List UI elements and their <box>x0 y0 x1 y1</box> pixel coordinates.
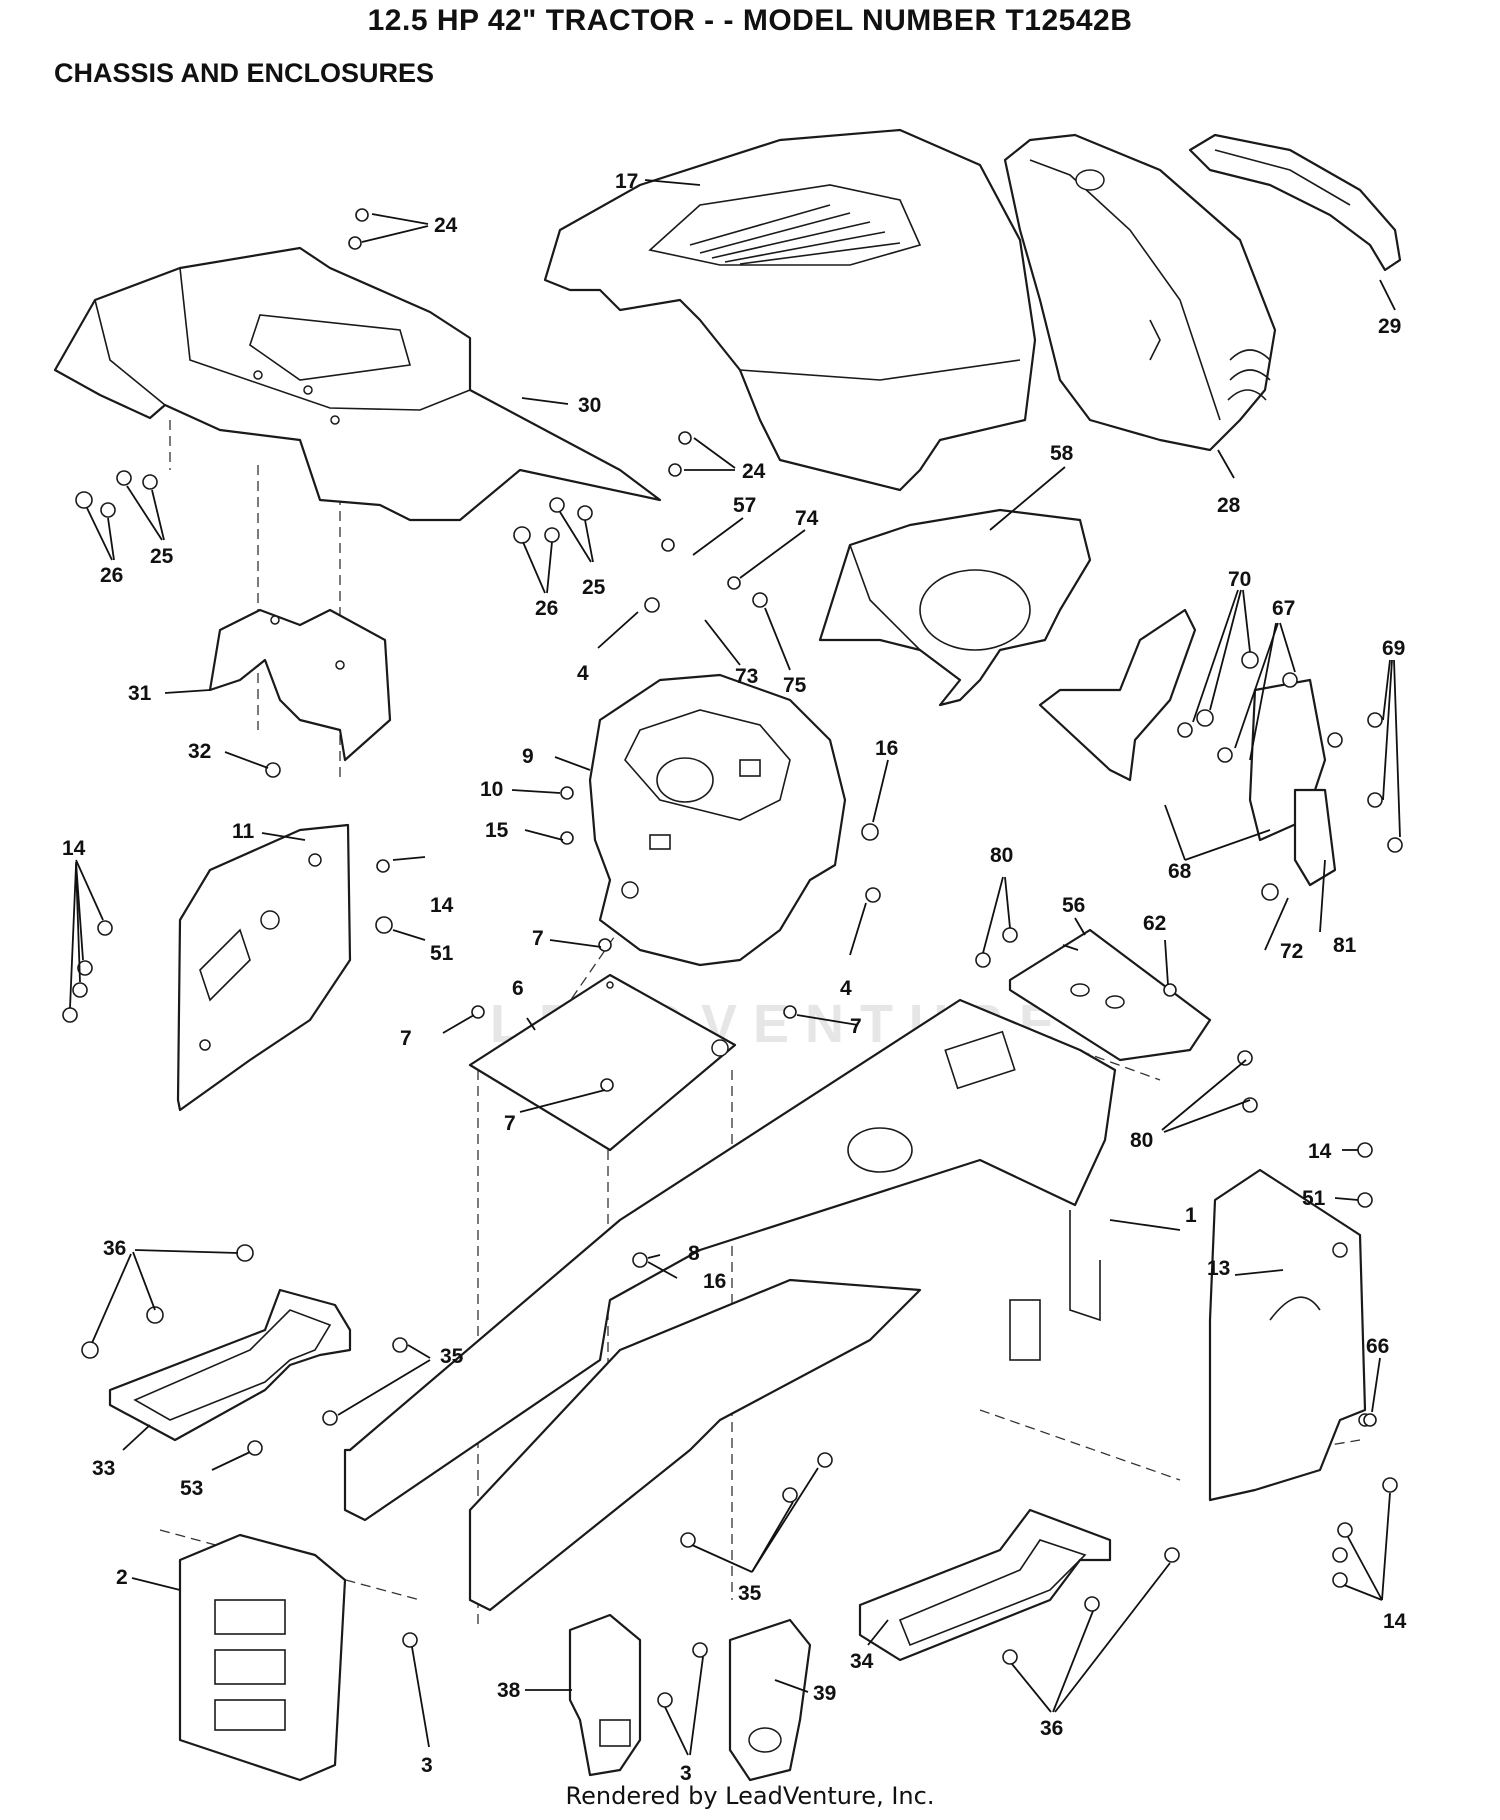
footer-credit: Rendered by LeadVenture, Inc. <box>565 1782 935 1810</box>
callout-36: 36 <box>1040 1717 1063 1740</box>
callout-7: 7 <box>532 927 544 950</box>
callout-38: 38 <box>497 1679 521 1702</box>
callout-14: 14 <box>1383 1610 1407 1633</box>
callout-51: 51 <box>1302 1187 1326 1210</box>
callout-32: 32 <box>188 740 211 763</box>
callout-75: 75 <box>783 674 807 697</box>
part-30-rear-fender <box>53 246 662 522</box>
part-56-mounting-plate <box>1008 928 1212 1062</box>
callout-81: 81 <box>1333 934 1357 957</box>
callout-67: 67 <box>1272 597 1295 620</box>
callout-7: 7 <box>504 1112 516 1135</box>
callout-31: 31 <box>128 682 152 705</box>
callout-33: 33 <box>92 1457 115 1480</box>
callout-14: 14 <box>62 837 86 860</box>
callout-24: 24 <box>434 214 458 237</box>
callout-51: 51 <box>430 942 454 965</box>
callout-70: 70 <box>1228 568 1251 591</box>
callout-15: 15 <box>485 819 509 842</box>
callout-16: 16 <box>703 1270 726 1293</box>
callout-35: 35 <box>440 1345 464 1368</box>
callout-30: 30 <box>578 394 601 417</box>
callout-11: 11 <box>232 820 255 843</box>
callout-14: 14 <box>430 894 454 917</box>
callout-25: 25 <box>150 545 174 568</box>
callout-68: 68 <box>1168 860 1192 883</box>
diagram-title: 12.5 HP 42" TRACTOR - - MODEL NUMBER T12… <box>367 4 1133 37</box>
callout-66: 66 <box>1366 1335 1389 1358</box>
part-2-front-bracket <box>178 1533 347 1782</box>
part-6-panel-plate <box>468 973 737 1152</box>
callout-14: 14 <box>1308 1140 1332 1163</box>
part-29-nose-cone <box>1188 133 1402 272</box>
callout-17: 17 <box>615 170 638 193</box>
callout-73: 73 <box>735 665 758 688</box>
callout-4: 4 <box>577 662 589 685</box>
callout-7: 7 <box>400 1027 412 1050</box>
hardware-fasteners <box>62 208 1403 1708</box>
callout-53: 53 <box>180 1477 203 1500</box>
callout-39: 39 <box>813 1682 836 1705</box>
diagram-subtitle: CHASSIS AND ENCLOSURES <box>54 58 435 88</box>
callout-56: 56 <box>1062 894 1085 917</box>
callout-4: 4 <box>840 977 852 1000</box>
callout-6: 6 <box>512 977 524 1000</box>
part-11-left-side-panel <box>176 823 352 1112</box>
callout-80: 80 <box>990 844 1013 867</box>
callout-26: 26 <box>100 564 123 587</box>
callout-7: 7 <box>850 1015 862 1038</box>
part-28-grille-housing <box>1003 133 1277 452</box>
callout-62: 62 <box>1143 912 1166 935</box>
part-33-footrest <box>108 1288 352 1442</box>
callout-3: 3 <box>680 1762 692 1785</box>
part-38-bracket <box>568 1613 642 1777</box>
part-31-bracket <box>208 608 392 762</box>
callout-9: 9 <box>522 745 534 768</box>
callout-58: 58 <box>1050 442 1074 465</box>
callout-10: 10 <box>480 778 503 801</box>
callout-2: 2 <box>116 1566 128 1589</box>
part-1-main-frame <box>343 998 1117 1612</box>
callout-16: 16 <box>875 737 898 760</box>
callout-74: 74 <box>795 507 819 530</box>
callout-69: 69 <box>1382 637 1405 660</box>
callout-24: 24 <box>742 460 766 483</box>
callout-36: 36 <box>103 1237 126 1260</box>
callout-28: 28 <box>1217 494 1241 517</box>
part-58-dash-shroud <box>818 508 1092 707</box>
callout-3: 3 <box>421 1754 433 1777</box>
callout-numbers: 24 17 29 30 24 58 28 26 25 26 25 57 74 4… <box>62 170 1407 1785</box>
callout-57: 57 <box>733 494 756 517</box>
callout-1: 1 <box>1185 1204 1197 1227</box>
callout-29: 29 <box>1378 315 1401 338</box>
callout-80: 80 <box>1130 1129 1153 1152</box>
callout-13: 13 <box>1207 1257 1230 1280</box>
callout-35: 35 <box>738 1582 762 1605</box>
part-9-dash-panel <box>588 673 847 967</box>
callout-26: 26 <box>535 597 558 620</box>
part-39-bracket <box>728 1618 812 1782</box>
callout-8: 8 <box>688 1242 700 1265</box>
part-34-footrest <box>858 1508 1112 1662</box>
callout-leaders <box>69 179 1401 1756</box>
callout-72: 72 <box>1280 940 1303 963</box>
callout-25: 25 <box>582 576 606 599</box>
part-17-hood <box>543 128 1037 492</box>
part-13-right-side-panel <box>1208 1168 1372 1502</box>
callout-34: 34 <box>850 1650 874 1673</box>
part-68-brackets <box>1038 608 1337 887</box>
